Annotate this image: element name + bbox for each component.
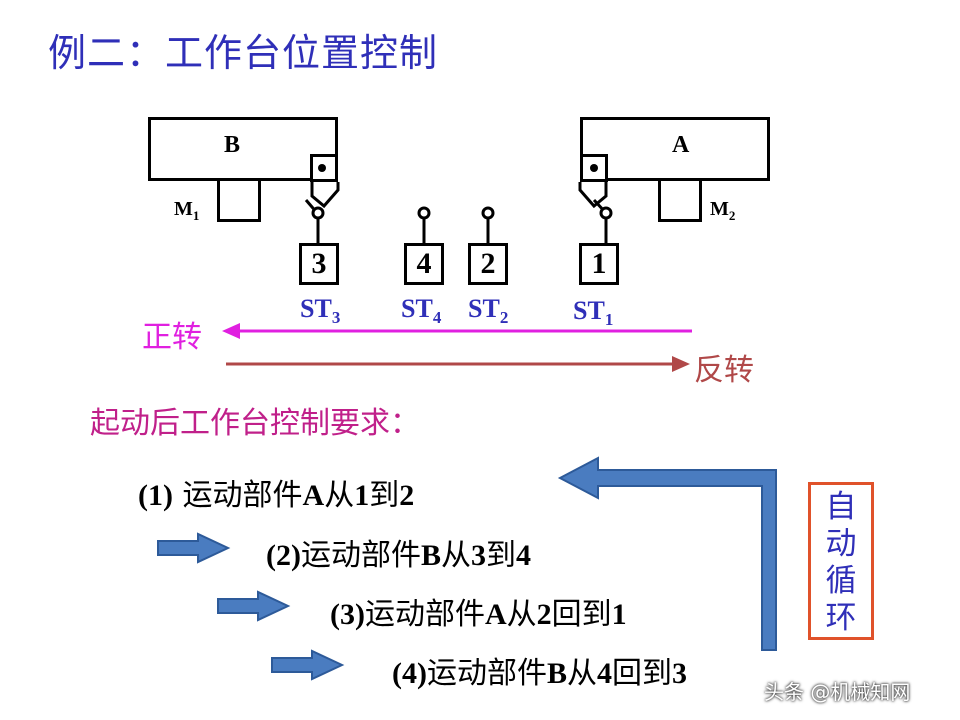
part-a-cam-pivot bbox=[590, 164, 598, 172]
switch-4-roller bbox=[417, 206, 431, 220]
motor-m2-label: M2 bbox=[710, 198, 736, 223]
reverse-arrow-head bbox=[672, 356, 690, 372]
switch-2-roller bbox=[481, 206, 495, 220]
switch-1-roller bbox=[599, 206, 613, 220]
motor-m1-label: M1 bbox=[174, 198, 200, 223]
part-a-label: A bbox=[672, 132, 690, 158]
auto-cycle-box: 自 动 循 环 bbox=[808, 482, 874, 640]
step-3: (3)运动部件A从2回到1 bbox=[330, 597, 627, 632]
switch-1-label: ST1 bbox=[573, 296, 614, 330]
forward-label: 正转 bbox=[142, 320, 202, 355]
page-title: 例二：工作台位置控制 bbox=[48, 31, 439, 75]
switch-4-label: ST4 bbox=[401, 294, 442, 328]
requirements-heading: 起动后工作台控制要求： bbox=[90, 406, 420, 441]
switch-2-box: 2 bbox=[468, 243, 508, 285]
switch-3-label: ST3 bbox=[300, 294, 341, 328]
part-b-cam-pivot bbox=[318, 164, 326, 172]
part-b-label: B bbox=[224, 132, 241, 158]
step-4-arrow bbox=[271, 649, 345, 681]
step-3-arrow bbox=[217, 590, 291, 622]
part-b-cam-lever bbox=[310, 182, 340, 209]
step-2: (2)运动部件B从3到4 bbox=[266, 538, 531, 573]
switch-1-box: 1 bbox=[579, 243, 619, 285]
watermark: 头条 @机械知网 bbox=[764, 680, 911, 704]
part-b-body bbox=[148, 117, 338, 181]
auto-cycle-char: 环 bbox=[825, 600, 857, 636]
switch-3-box: 3 bbox=[299, 243, 339, 285]
auto-cycle-char: 自 bbox=[825, 489, 857, 525]
motor-m2 bbox=[658, 178, 702, 222]
switch-3-roller bbox=[311, 206, 325, 220]
step-2-arrow bbox=[157, 532, 231, 564]
loop-back-arrow bbox=[557, 456, 777, 651]
auto-cycle-char: 循 bbox=[825, 563, 857, 599]
reverse-label: 反转 bbox=[694, 353, 754, 388]
auto-cycle-char: 动 bbox=[825, 526, 857, 562]
step-1: (1) 运动部件A从1到2 bbox=[138, 478, 415, 513]
forward-arrow-head bbox=[222, 323, 240, 339]
switch-2-label: ST2 bbox=[468, 294, 509, 328]
part-a-cam-lever bbox=[578, 182, 608, 209]
step-4: (4)运动部件B从4回到3 bbox=[392, 656, 687, 691]
motor-m1 bbox=[217, 178, 261, 222]
switch-4-box: 4 bbox=[404, 243, 444, 285]
